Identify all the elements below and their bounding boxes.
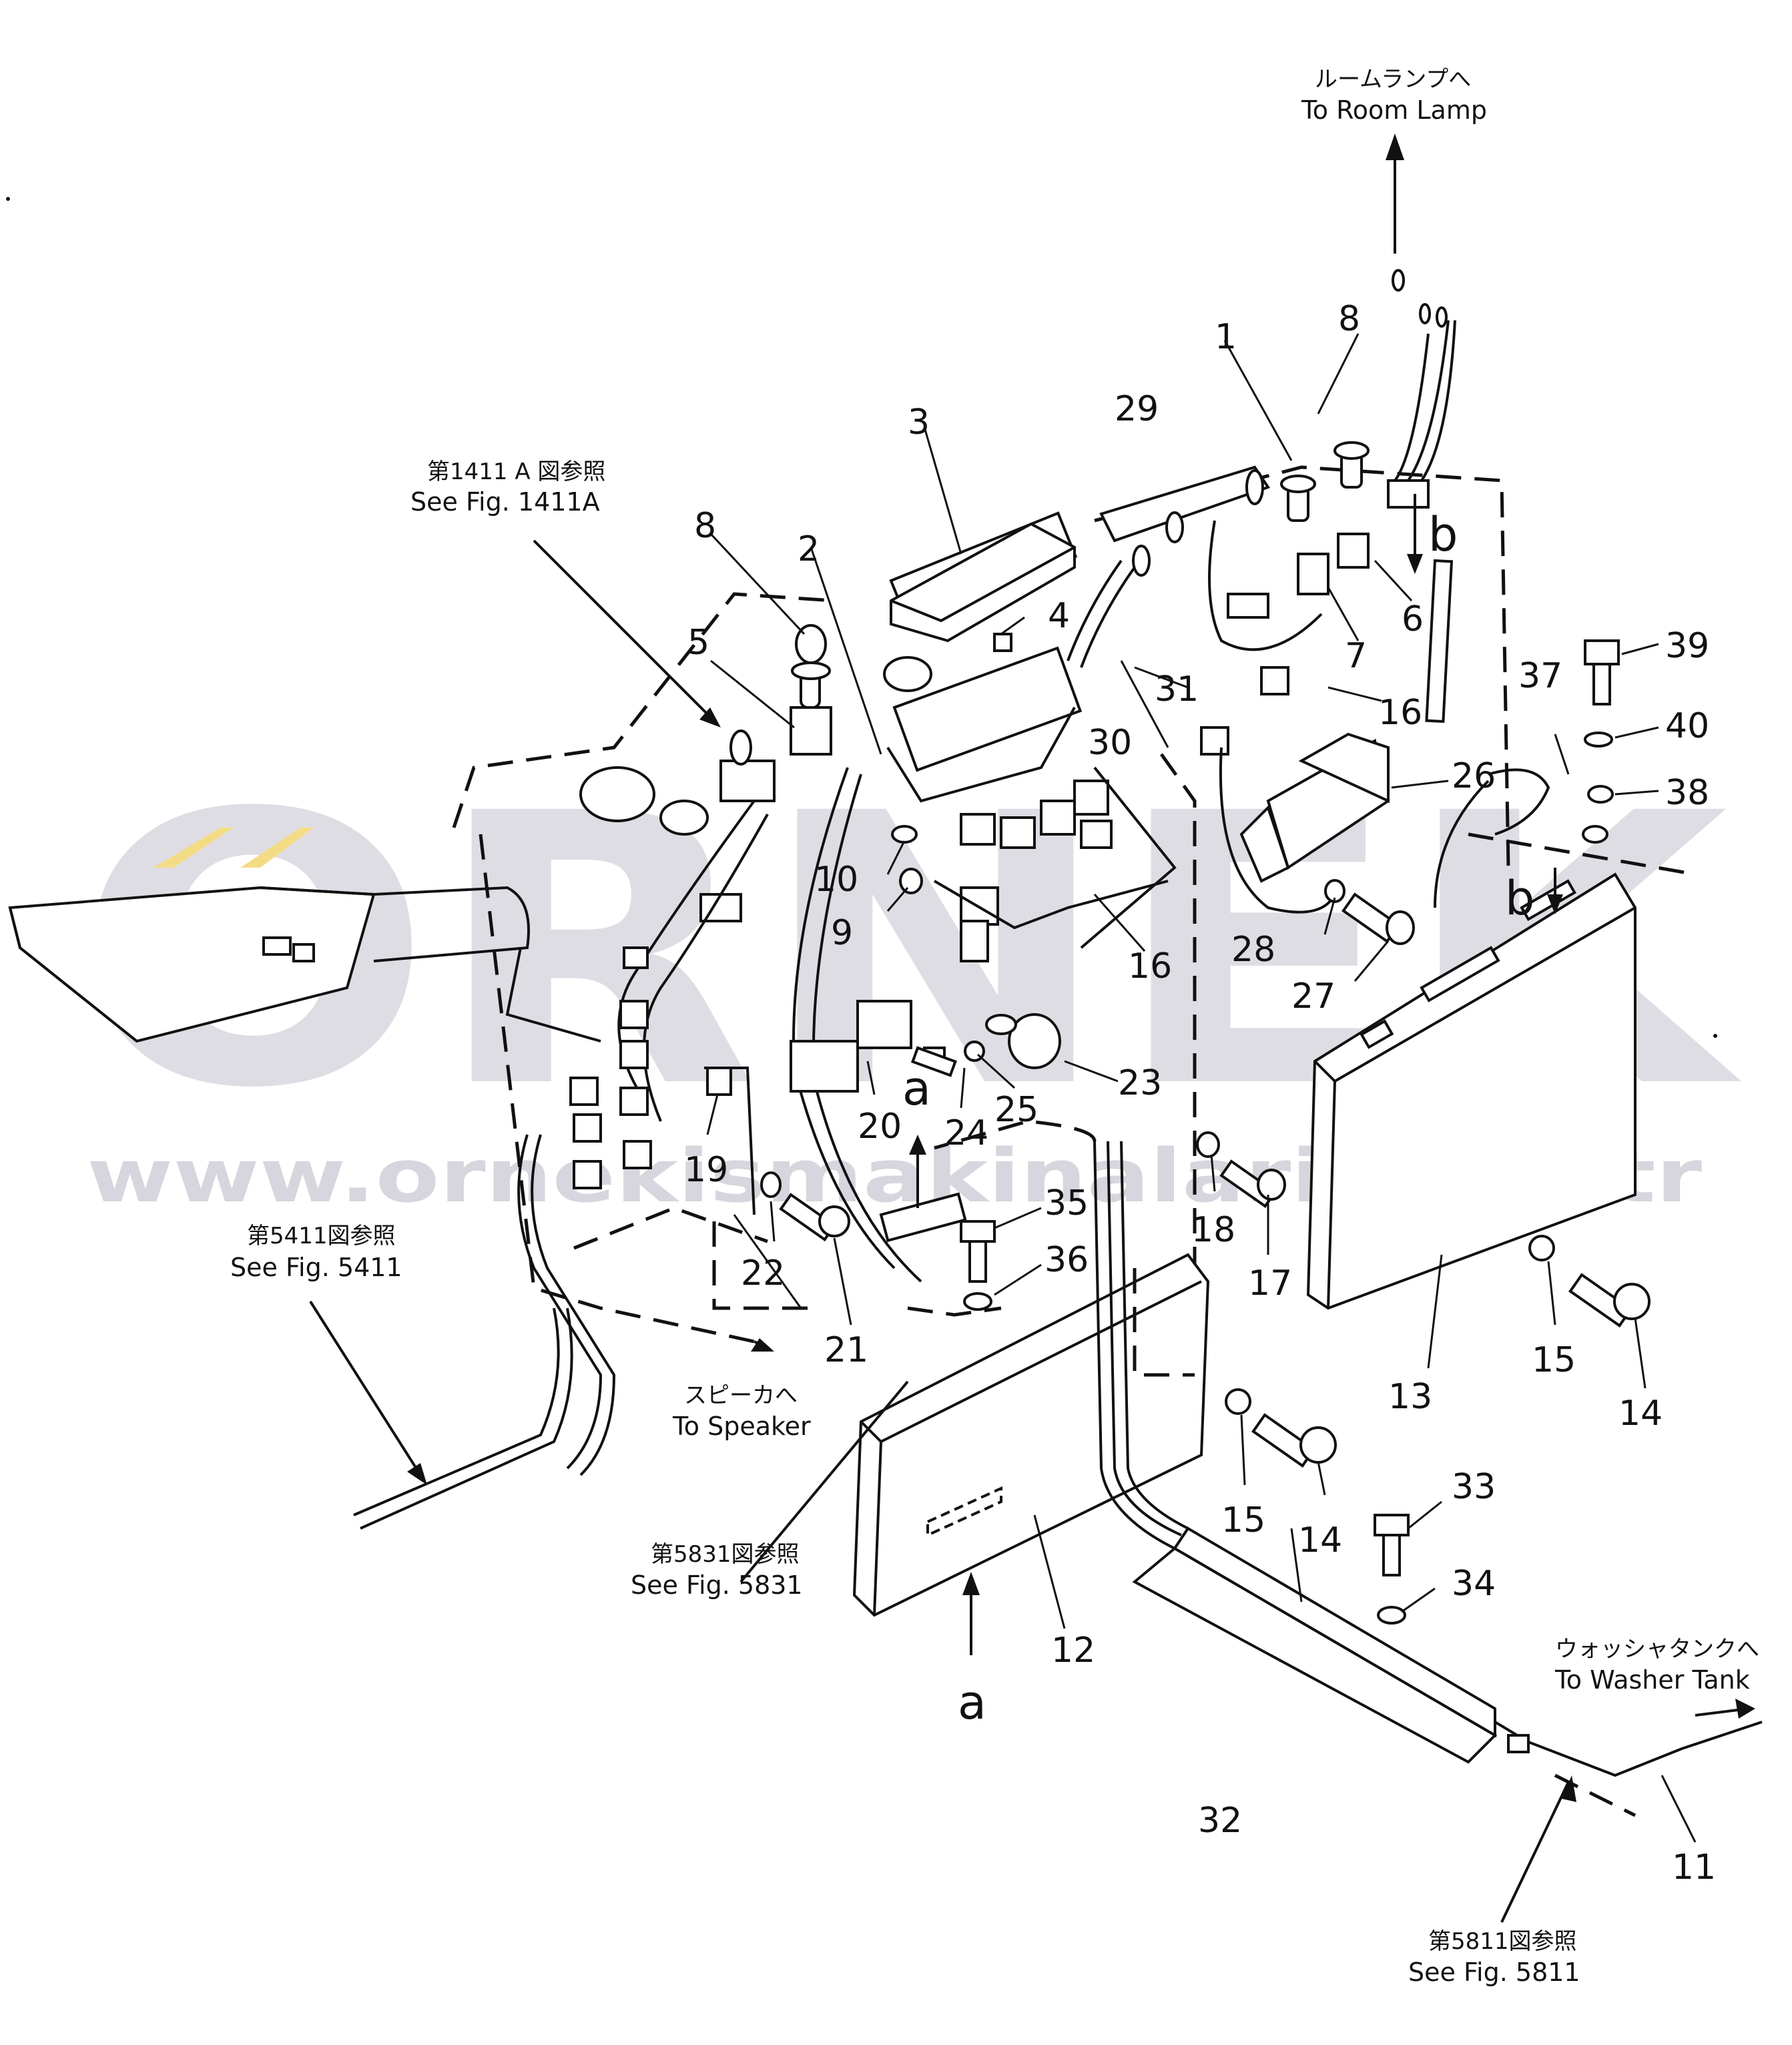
callout-38: 38 xyxy=(1665,773,1709,813)
callout-15b: 15 xyxy=(1221,1500,1265,1540)
wire-part-37 xyxy=(1434,768,1608,908)
ref-fig5831-en: See Fig. 5831 xyxy=(631,1570,803,1600)
callout-20: 20 xyxy=(858,1107,902,1147)
callout-28: 28 xyxy=(1231,930,1275,970)
callout-24: 24 xyxy=(944,1113,988,1153)
callout-3: 3 xyxy=(908,402,930,443)
callout-8b: 8 xyxy=(1338,299,1360,339)
callout-numbers: 1 2 3 4 5 6 7 8 8 9 10 11 12 13 14 14 15… xyxy=(684,299,1716,1887)
callout-7: 7 xyxy=(1345,636,1367,676)
ref-room-lamp-en: To Room Lamp xyxy=(1301,95,1487,125)
callout-23: 23 xyxy=(1118,1063,1162,1103)
callout-16b: 16 xyxy=(1128,946,1172,986)
callout-26: 26 xyxy=(1452,756,1496,796)
left-duct xyxy=(8,886,601,1043)
callout-6: 6 xyxy=(1402,599,1424,639)
callout-37: 37 xyxy=(1518,656,1562,696)
switch-group-right xyxy=(1200,269,1456,914)
ref-washer-jp: ウォッシャタンクへ xyxy=(1555,1636,1759,1663)
ref-fig5411-jp: 第5411図参照 xyxy=(247,1223,396,1249)
stray-marks xyxy=(6,197,1717,1038)
callout-39: 39 xyxy=(1665,626,1709,666)
watermark-accent-left xyxy=(154,828,234,868)
callout-17: 17 xyxy=(1248,1263,1292,1303)
switch-group-left xyxy=(579,624,832,922)
controller-part-13 xyxy=(1306,872,1636,1310)
pipe-part-29 xyxy=(1067,465,1271,668)
callout-36: 36 xyxy=(1044,1240,1089,1280)
callout-1: 1 xyxy=(1215,317,1237,357)
left-harness xyxy=(353,767,922,1530)
bracket-19 xyxy=(704,1067,808,1310)
callout-32: 32 xyxy=(1198,1801,1242,1841)
ref-speaker-jp: スピーカへ xyxy=(684,1382,798,1409)
callout-29: 29 xyxy=(1115,389,1159,429)
arrows xyxy=(309,133,1576,1923)
ref-fig1411a-jp: 第1411 A 図参照 xyxy=(427,459,605,485)
panel-outline xyxy=(452,465,1696,1375)
ref-fig5411-en: See Fig. 5411 xyxy=(230,1253,402,1282)
callout-25: 25 xyxy=(994,1090,1038,1130)
callout-8a: 8 xyxy=(694,506,716,546)
module-part-26 xyxy=(1239,732,1390,883)
callout-31: 31 xyxy=(1155,669,1199,709)
ref-room-lamp-jp: ルームランプへ xyxy=(1315,66,1471,93)
letter-a-top: a xyxy=(902,1061,931,1116)
cover-part-3 xyxy=(883,522,1076,692)
callout-18: 18 xyxy=(1191,1210,1235,1250)
callout-9: 9 xyxy=(831,913,853,953)
callout-30: 30 xyxy=(1088,723,1132,763)
callout-35: 35 xyxy=(1044,1183,1089,1223)
ref-fig5831-jp: 第5831図参照 xyxy=(651,1541,800,1568)
duct-part-32 xyxy=(934,1119,1763,1817)
ref-speaker-en: To Speaker xyxy=(672,1412,811,1441)
ref-fig5811-jp: 第5811図参照 xyxy=(1428,1928,1577,1955)
callout-15a: 15 xyxy=(1532,1340,1576,1380)
callout-5: 5 xyxy=(687,623,709,663)
fasteners xyxy=(760,639,1651,1625)
ref-fig5811-en: See Fig. 5811 xyxy=(1408,1958,1580,1987)
callout-34: 34 xyxy=(1452,1564,1496,1604)
callout-13: 13 xyxy=(1388,1377,1432,1417)
ref-washer-en: To Washer Tank xyxy=(1554,1665,1750,1695)
letter-b-mid: b xyxy=(1505,871,1534,926)
callout-12: 12 xyxy=(1051,1631,1095,1671)
bracket-strip-b xyxy=(1425,559,1454,723)
callout-33: 33 xyxy=(1452,1467,1496,1507)
callout-16a: 16 xyxy=(1378,693,1422,733)
callout-4: 4 xyxy=(1048,596,1070,636)
callout-40: 40 xyxy=(1665,706,1709,746)
callout-2: 2 xyxy=(798,529,820,569)
callout-14b: 14 xyxy=(1298,1520,1342,1560)
reference-notes: ルームランプへ To Room Lamp 第1411 A 図参照 See Fig… xyxy=(230,66,1759,1987)
arrow-room-lamp xyxy=(1386,133,1404,160)
callout-11: 11 xyxy=(1672,1847,1716,1887)
callout-22: 22 xyxy=(741,1253,785,1293)
panel-part-12 xyxy=(852,1253,1210,1617)
ref-fig1411a-en: See Fig. 1411A xyxy=(410,487,600,517)
callout-21: 21 xyxy=(824,1330,868,1370)
leader-lines xyxy=(706,333,1697,1843)
callout-10: 10 xyxy=(814,860,858,900)
callout-14a: 14 xyxy=(1618,1394,1663,1434)
callout-27: 27 xyxy=(1291,976,1335,1016)
watermark-accent-right xyxy=(240,828,314,868)
letter-a-bottom: a xyxy=(958,1675,986,1730)
view-letters: a a b b xyxy=(902,507,1534,1730)
letter-b-top: b xyxy=(1428,507,1458,562)
callout-19: 19 xyxy=(684,1150,728,1190)
